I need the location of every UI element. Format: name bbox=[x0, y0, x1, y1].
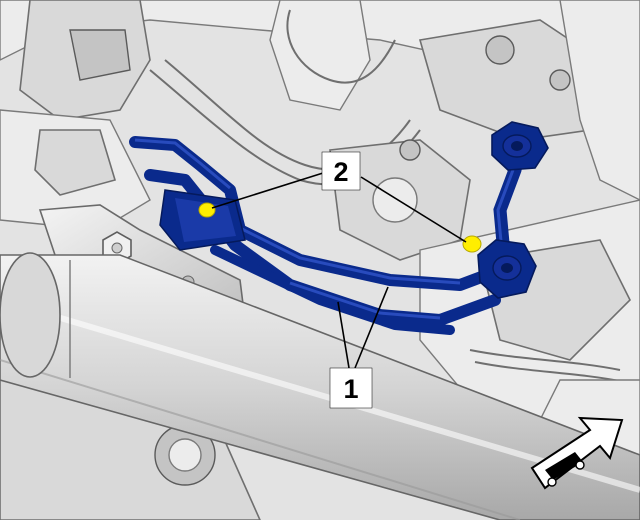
lower-fitting bbox=[477, 239, 537, 299]
clip-marker-right bbox=[462, 235, 482, 253]
foreground-tube bbox=[0, 252, 640, 520]
clip-marker-left bbox=[198, 202, 216, 218]
callout-1: 1 bbox=[329, 367, 373, 409]
leader-lines bbox=[211, 172, 467, 369]
upper-fitting bbox=[491, 121, 549, 171]
callout-2-label: 2 bbox=[333, 157, 348, 187]
callout-2: 2 bbox=[321, 151, 361, 191]
front-of-vehicle-arrow-icon bbox=[530, 416, 624, 490]
callout-1-label: 1 bbox=[343, 374, 358, 404]
